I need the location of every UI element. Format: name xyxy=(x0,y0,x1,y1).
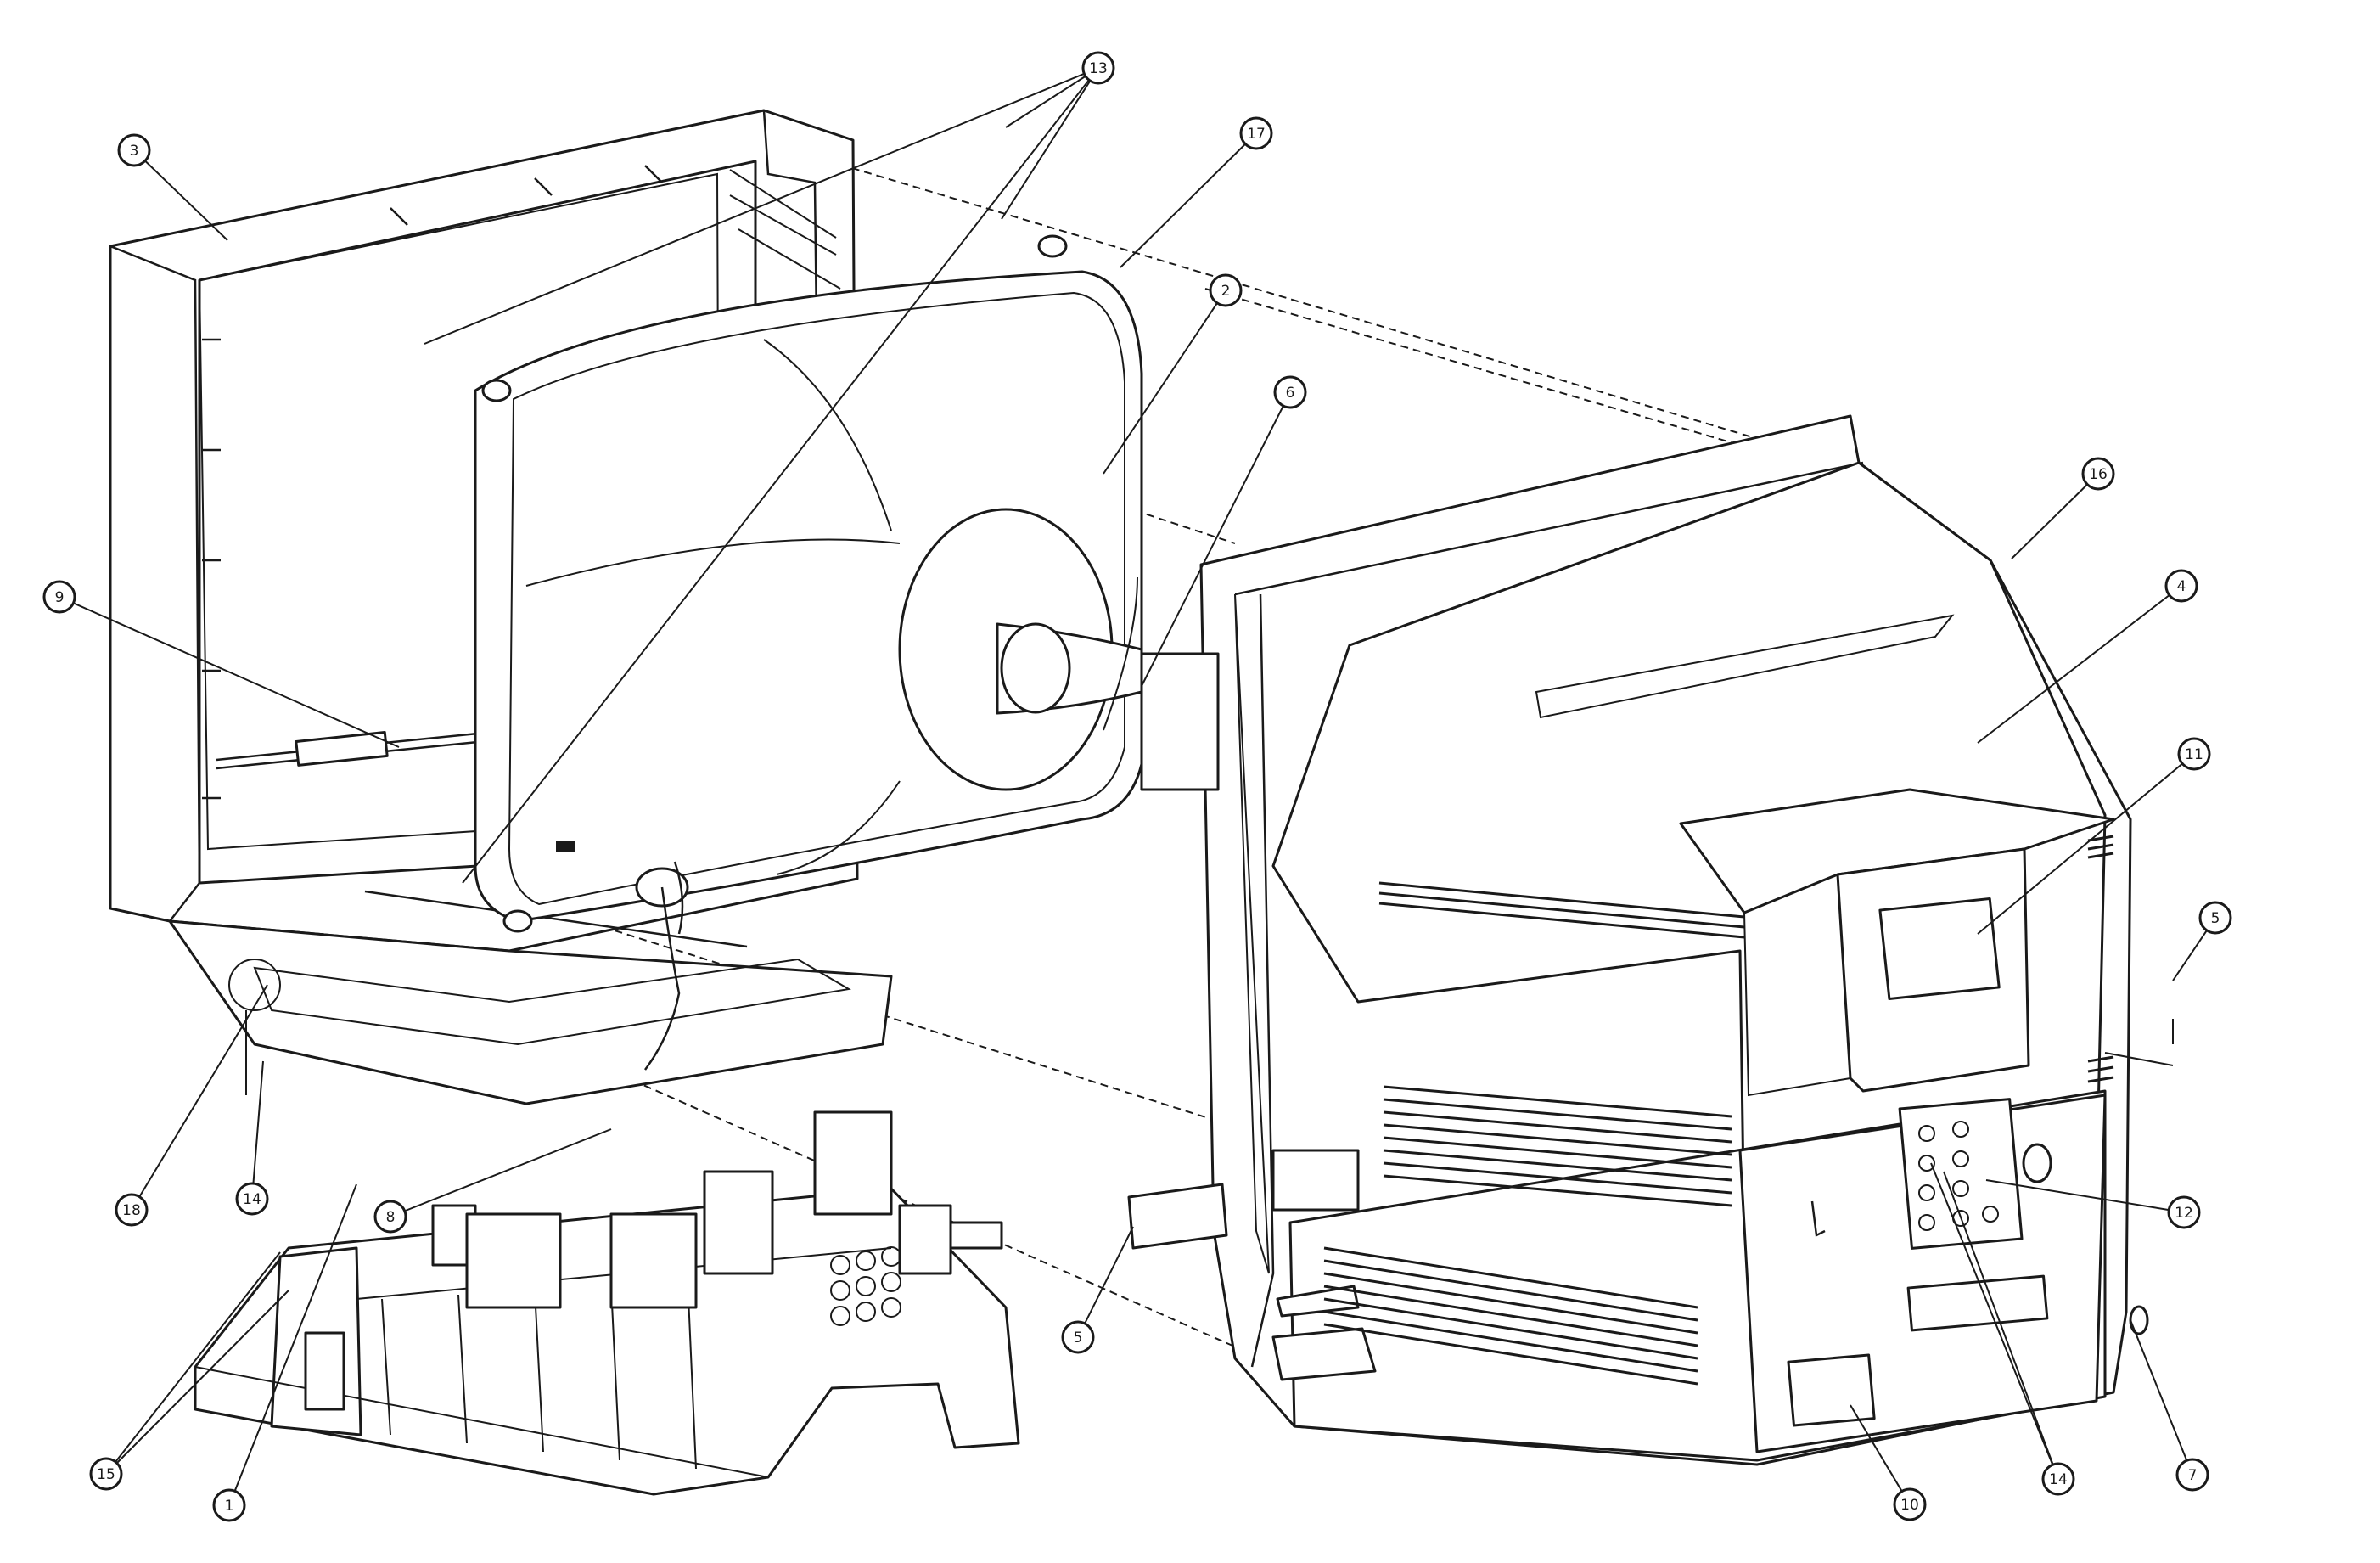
leader-line-c1 xyxy=(233,1183,357,1492)
callout-circle xyxy=(117,133,151,167)
callout-circle xyxy=(1893,1487,1927,1521)
leader-line-c5b xyxy=(1084,1226,1134,1324)
cabinet-clips xyxy=(202,165,663,800)
callout-number: 17 xyxy=(1247,126,1266,143)
callout-number: 4 xyxy=(2177,578,2186,595)
callout-number: 1 xyxy=(225,1498,234,1515)
leader-line-c8 xyxy=(404,1128,612,1212)
callout-number: 10 xyxy=(1900,1497,1919,1514)
callout-c5b: 5 xyxy=(1061,1320,1095,1354)
callout-c4: 4 xyxy=(2164,569,2198,603)
leader-line-c7 xyxy=(2130,1319,2188,1461)
callout-c10: 10 xyxy=(1893,1487,1927,1521)
callout-circle xyxy=(1273,375,1307,409)
callout-c5a: 5 xyxy=(2198,901,2232,935)
callout-number: 9 xyxy=(55,589,65,606)
callout-number: 7 xyxy=(2188,1467,2198,1484)
callout-circle xyxy=(2164,569,2198,603)
picture-tube xyxy=(474,234,1143,1071)
callout-circle xyxy=(2167,1195,2201,1229)
callout-c3: 3 xyxy=(117,133,151,167)
callout-c14b: 14 xyxy=(2041,1462,2075,1496)
leader-line-c4 xyxy=(1977,594,2170,744)
leader-line-c5a xyxy=(2172,930,2208,981)
av-jack-holes xyxy=(1918,1121,1999,1231)
callout-number: 5 xyxy=(1074,1330,1083,1347)
leader-line-c13 xyxy=(424,72,1085,345)
callout-number: 3 xyxy=(130,143,139,160)
callout-number: 14 xyxy=(2049,1471,2068,1488)
callout-number: 12 xyxy=(2175,1205,2193,1222)
leader-line-c17 xyxy=(1120,143,1246,268)
callout-number: 15 xyxy=(97,1466,115,1483)
extra-leader-line-0 xyxy=(1001,80,1092,220)
callout-leader-lines xyxy=(73,72,2208,1493)
callout-c1: 1 xyxy=(212,1488,246,1522)
callout-circle xyxy=(373,1200,407,1234)
leader-line-c14a xyxy=(252,1060,264,1184)
callout-c6: 6 xyxy=(1273,375,1307,409)
rear-cover xyxy=(1127,414,2174,1466)
callout-c13: 13 xyxy=(1081,51,1115,85)
leader-line-c12 xyxy=(1985,1179,2170,1212)
callout-c7: 7 xyxy=(2175,1458,2209,1492)
rca-jacks xyxy=(830,1246,901,1326)
extra-leader-line-4 xyxy=(1930,1162,2054,1465)
callout-circle xyxy=(1061,1320,1095,1354)
leader-line-c10 xyxy=(1850,1404,1903,1493)
callout-c2: 2 xyxy=(1209,273,1243,307)
callout-number: 8 xyxy=(386,1209,396,1226)
callout-c9: 9 xyxy=(42,580,76,614)
callout-c16: 16 xyxy=(2081,457,2115,491)
callout-circle xyxy=(2175,1458,2209,1492)
leader-line-c9 xyxy=(73,602,400,748)
callout-circle xyxy=(2198,901,2232,935)
callout-circle xyxy=(1239,116,1273,150)
callout-circle xyxy=(115,1193,149,1227)
callout-circle xyxy=(235,1182,269,1216)
callout-c18: 18 xyxy=(115,1193,149,1227)
callout-circle xyxy=(212,1488,246,1522)
callout-c12: 12 xyxy=(2167,1195,2201,1229)
callout-circle xyxy=(2177,737,2211,771)
leader-line-c6 xyxy=(1141,405,1284,687)
callout-number: 6 xyxy=(1286,385,1295,402)
rear-vents xyxy=(1323,835,2114,1386)
extra-leader-line-2 xyxy=(462,79,1090,884)
callout-circle xyxy=(1209,273,1243,307)
callout-c17: 17 xyxy=(1239,116,1273,150)
callout-c11: 11 xyxy=(2177,737,2211,771)
callout-c14a: 14 xyxy=(235,1182,269,1216)
leader-line-c2 xyxy=(1103,302,1218,475)
callout-number: 5 xyxy=(2211,910,2220,927)
chassis-board xyxy=(194,1110,1020,1496)
callout-number: 13 xyxy=(1089,60,1108,77)
callout-c8: 8 xyxy=(373,1200,407,1234)
leader-line-c16 xyxy=(2011,483,2088,559)
callout-number: 11 xyxy=(2185,746,2203,763)
leader-line-c11 xyxy=(1977,762,2183,935)
leader-line-c14b xyxy=(1943,1171,2054,1465)
extra-leader-line-1 xyxy=(1005,75,1086,128)
leader-line-c3 xyxy=(144,160,228,241)
callout-circle xyxy=(89,1457,123,1491)
callout-number: 16 xyxy=(2089,466,2108,483)
callout-c15: 15 xyxy=(89,1457,123,1491)
callout-circle xyxy=(42,580,76,614)
callout-circle xyxy=(2041,1462,2075,1496)
callout-number: 18 xyxy=(122,1202,141,1219)
callout-number: 14 xyxy=(243,1191,261,1208)
extra-leader-line-3 xyxy=(115,1251,281,1463)
callout-circle xyxy=(2081,457,2115,491)
callout-number: 2 xyxy=(1221,283,1231,300)
callout-circle xyxy=(1081,51,1115,85)
leader-line-c15 xyxy=(115,1290,289,1464)
leader-line-c18 xyxy=(138,984,268,1198)
